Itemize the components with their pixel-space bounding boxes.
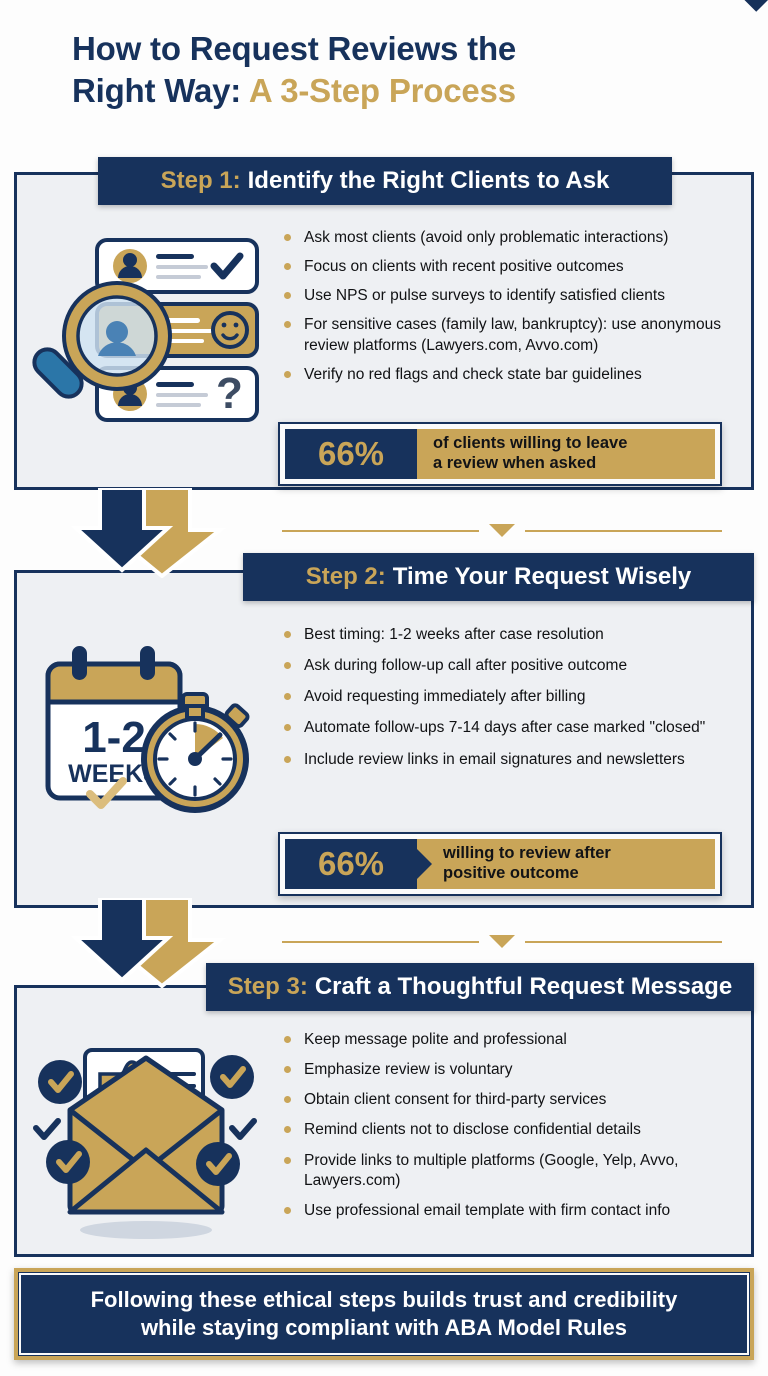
step-2-stat-text: willing to review after positive outcome: [417, 839, 715, 889]
list-item: Include review links in email signatures…: [278, 750, 738, 770]
list-item: Remind clients not to disclose confident…: [278, 1120, 748, 1140]
divider-line-left: [282, 529, 479, 532]
list-item: Ask most clients (avoid only problematic…: [278, 228, 748, 248]
list-item: Provide links to multiple platforms (Goo…: [278, 1151, 748, 1191]
bottom-banner: Following these ethical steps builds tru…: [14, 1268, 754, 1360]
list-item: Use professional email template with fir…: [278, 1201, 748, 1221]
list-item: Avoid requesting immediately after billi…: [278, 687, 738, 707]
step-1-stat-text: of clients willing to leave a review whe…: [417, 429, 715, 479]
step-3-label: Step 3:: [227, 973, 308, 1000]
step-3-header: Step 3: Craft a Thoughtful Request Messa…: [206, 963, 754, 1011]
step-1-stat-text-line2: a review when asked: [433, 454, 597, 472]
magnifying-glass-client-cards-icon: ?: [22, 232, 272, 437]
list-item: Ask during follow-up call after positive…: [278, 656, 738, 676]
list-item: Obtain client consent for third-party se…: [278, 1090, 748, 1110]
step-1-header: Step 1: Identify the Right Clients to As…: [98, 157, 672, 205]
step-1-bullet-list: Ask most clients (avoid only problematic…: [278, 228, 748, 394]
step-2-stat-text-line1: willing to review after: [443, 844, 611, 863]
step-2-bullet-list: Best timing: 1-2 weeks after case resolu…: [278, 625, 738, 781]
list-item: Automate follow-ups 7-14 days after case…: [278, 718, 738, 738]
step-2-statistic-callout: 66% willing to review after positive out…: [278, 832, 722, 896]
page-title-line2-plain: Right Way:: [72, 71, 242, 109]
list-item: Emphasize review is voluntary: [278, 1060, 748, 1080]
step-2-stat-number: 66%: [285, 839, 417, 889]
open-envelope-thumbs-up-icon: [22, 1032, 272, 1252]
calendar-big-text: 1-2: [82, 713, 146, 762]
step-1-to-2-arrow: [62, 486, 232, 583]
step-1-label: Step 1:: [160, 167, 241, 194]
page-title: How to Request Reviews the Right Way: A …: [0, 28, 700, 111]
step-2-stat-text-line2: positive outcome: [443, 864, 579, 882]
step-1-heading: Identify the Right Clients to Ask: [247, 167, 610, 194]
list-item: Best timing: 1-2 weeks after case resolu…: [278, 625, 738, 645]
chevron-down-icon: [489, 935, 515, 948]
step-1-statistic-callout: 66% of clients willing to leave a review…: [278, 422, 722, 486]
step-2-divider: [282, 935, 722, 948]
divider-line-right: [525, 529, 722, 532]
bottom-banner-line1: Following these ethical steps builds tru…: [90, 1287, 678, 1313]
page-title-line2-accent: A 3-Step Process: [248, 71, 516, 109]
calendar-stopwatch-icon: 1-2 WEEKS: [32, 642, 267, 827]
chevron-down-icon: [489, 524, 515, 537]
bottom-banner-line2: while staying compliant with ABA Model R…: [140, 1315, 628, 1340]
step-1-stat-number: 66%: [285, 429, 417, 479]
step-3-heading: Craft a Thoughtful Request Message: [314, 973, 733, 1000]
divider-line-right: [525, 940, 722, 943]
list-item: For sensitive cases (family law, bankrup…: [278, 315, 748, 355]
list-item: Use NPS or pulse surveys to identify sat…: [278, 286, 748, 306]
list-item: Focus on clients with recent positive ou…: [278, 257, 748, 277]
step-3-bullet-list: Keep message polite and professional Emp…: [278, 1030, 748, 1231]
step-2-label: Step 2:: [305, 563, 386, 590]
list-item: Keep message polite and professional: [278, 1030, 748, 1050]
list-item: Verify no red flags and check state bar …: [278, 365, 748, 385]
step-1-stat-text-line1: of clients willing to leave: [433, 434, 628, 453]
svg-text:?: ?: [216, 369, 243, 418]
page-title-line1: How to Request Reviews the: [72, 30, 517, 67]
step-1-divider: [282, 524, 722, 537]
corner-ribbon-navy-band: [632, 0, 768, 12]
step-2-header: Step 2: Time Your Request Wisely: [243, 553, 754, 601]
step-2-to-3-arrow: [62, 896, 232, 993]
divider-line-left: [282, 940, 479, 943]
step-2-heading: Time Your Request Wisely: [392, 563, 692, 590]
